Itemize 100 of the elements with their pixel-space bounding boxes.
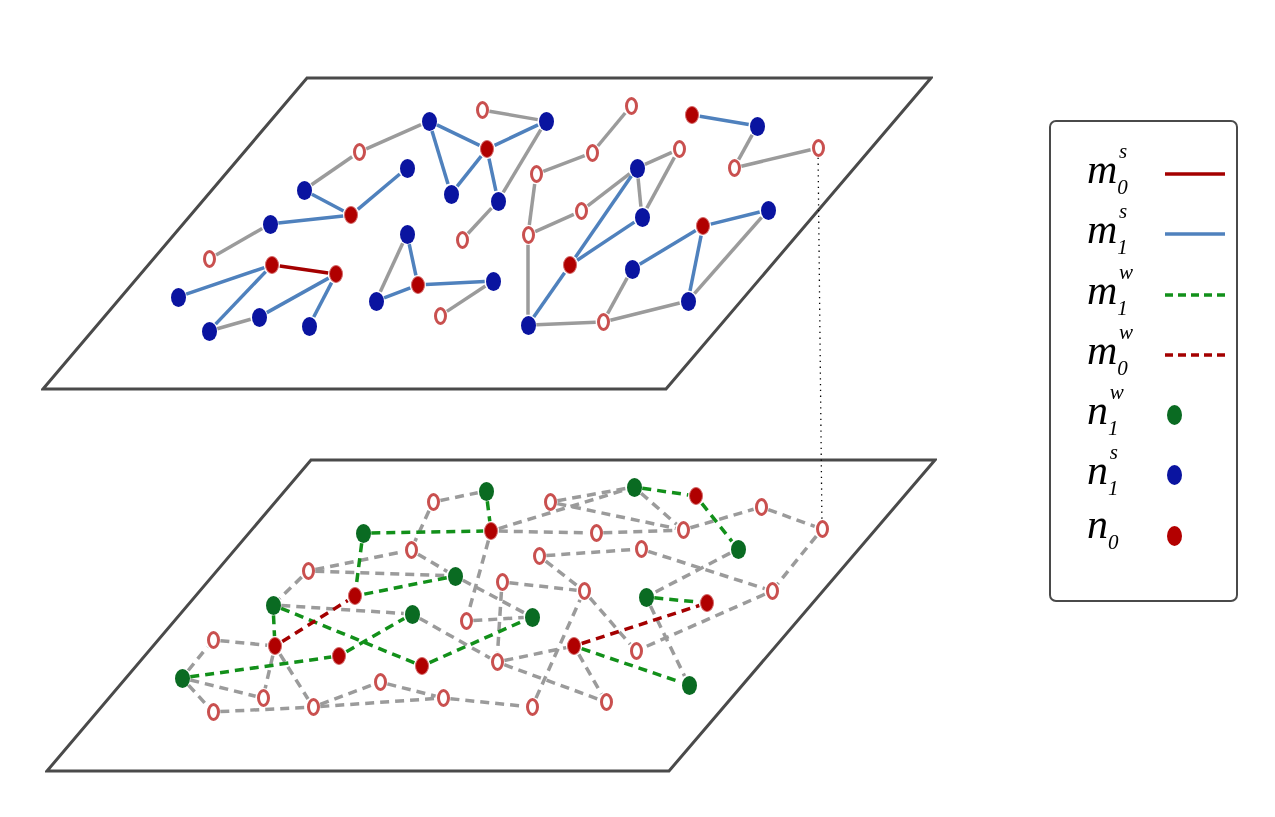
dashed-link-line bbox=[648, 605, 687, 677]
dashed-link-line bbox=[362, 576, 448, 597]
node-dot bbox=[201, 321, 217, 341]
hollow-node-ring bbox=[577, 582, 591, 600]
link-line bbox=[644, 150, 673, 166]
node-dot bbox=[634, 207, 650, 227]
dashed-link-line bbox=[345, 617, 406, 654]
hollow-node-ring bbox=[754, 498, 768, 516]
node-dot bbox=[520, 315, 536, 335]
dashed-link-line bbox=[278, 575, 303, 600]
hollow-node-ring bbox=[459, 612, 473, 630]
dashed-link-line bbox=[186, 645, 209, 672]
node-dot bbox=[490, 191, 506, 211]
dashed-link-line bbox=[581, 603, 700, 646]
node-dot bbox=[563, 256, 577, 274]
link-line bbox=[215, 227, 264, 257]
node-dot bbox=[626, 477, 642, 497]
link-line bbox=[378, 242, 405, 293]
link-line bbox=[489, 109, 538, 122]
dashed-link-line bbox=[417, 552, 449, 573]
node-dot bbox=[485, 271, 501, 291]
layer-plane bbox=[41, 76, 933, 391]
hollow-node-ring bbox=[301, 562, 315, 580]
node-dot bbox=[170, 287, 186, 307]
link-line bbox=[445, 284, 487, 313]
node-dot bbox=[399, 158, 415, 178]
hollow-node-ring bbox=[532, 547, 546, 565]
dashed-link-line bbox=[653, 551, 731, 595]
hollow-node-ring bbox=[727, 159, 741, 177]
node-dot bbox=[638, 587, 654, 607]
link-line bbox=[737, 134, 754, 161]
node-dot bbox=[296, 180, 312, 200]
hollow-node-ring bbox=[455, 231, 469, 249]
node-dot bbox=[332, 647, 346, 665]
dashed-link-line bbox=[588, 596, 632, 646]
hollow-node-ring bbox=[624, 97, 638, 115]
hollow-node-ring bbox=[629, 642, 643, 660]
link-line bbox=[606, 277, 629, 315]
hollow-node-ring bbox=[306, 698, 320, 716]
node-dot bbox=[681, 675, 697, 695]
dashed-link-line bbox=[509, 581, 577, 592]
node-dot bbox=[685, 106, 699, 124]
link-line bbox=[487, 158, 498, 192]
link-line bbox=[573, 175, 633, 259]
link-line bbox=[430, 130, 450, 185]
node-dot bbox=[749, 116, 765, 136]
hollow-node-ring bbox=[596, 313, 610, 331]
hollow-node-ring bbox=[404, 541, 418, 559]
link-line bbox=[216, 317, 252, 331]
dashed-link-line bbox=[503, 663, 600, 701]
link-line bbox=[636, 178, 643, 207]
layer-plane bbox=[45, 458, 937, 773]
hollow-node-ring bbox=[574, 202, 588, 220]
link-line bbox=[312, 281, 334, 318]
dotted-link-line bbox=[817, 157, 823, 520]
link-line bbox=[311, 192, 345, 213]
dashed-link-line bbox=[190, 655, 332, 679]
hollow-node-ring bbox=[599, 693, 613, 711]
hollow-node-ring bbox=[811, 139, 825, 157]
node-dot bbox=[415, 657, 429, 675]
node-dot bbox=[689, 487, 703, 505]
hollow-node-ring bbox=[206, 703, 220, 721]
dashed-link-line bbox=[320, 696, 436, 709]
hollow-node-ring bbox=[543, 493, 557, 511]
dashed-link-line bbox=[281, 603, 404, 616]
node-dot bbox=[301, 316, 317, 336]
link-line bbox=[586, 172, 631, 208]
link-line bbox=[645, 156, 676, 209]
node-dot bbox=[329, 265, 343, 283]
hollow-node-ring bbox=[490, 653, 504, 671]
hollow-node-ring bbox=[256, 689, 270, 707]
hollow-node-ring bbox=[634, 540, 648, 558]
node-dot bbox=[399, 224, 415, 244]
link-line bbox=[532, 271, 567, 318]
hollow-node-ring bbox=[765, 582, 779, 600]
link-line bbox=[576, 220, 636, 262]
link-line bbox=[265, 276, 330, 315]
dashed-link-line bbox=[371, 529, 484, 535]
dashed-link-line bbox=[462, 578, 525, 615]
link-line bbox=[425, 279, 485, 287]
node-dot bbox=[268, 637, 282, 655]
node-dot bbox=[484, 522, 498, 540]
dashed-link-line bbox=[220, 638, 268, 647]
dashed-link-line bbox=[557, 486, 626, 503]
hollow-node-ring bbox=[815, 520, 829, 538]
link-line bbox=[501, 128, 543, 194]
hollow-node-ring bbox=[521, 226, 535, 244]
dashed-link-line bbox=[319, 683, 374, 706]
hollow-node-ring bbox=[676, 521, 690, 539]
dashed-link-line bbox=[386, 682, 437, 698]
node-dot bbox=[629, 158, 645, 178]
link-line bbox=[741, 148, 811, 168]
dashed-link-line bbox=[413, 510, 431, 542]
node-dot bbox=[262, 214, 278, 234]
link-line bbox=[365, 123, 422, 151]
dashed-link-line bbox=[534, 599, 582, 699]
node-dot bbox=[251, 307, 267, 327]
dashed-link-line bbox=[639, 491, 678, 526]
node-dot bbox=[480, 140, 494, 158]
hollow-node-ring bbox=[672, 140, 686, 158]
